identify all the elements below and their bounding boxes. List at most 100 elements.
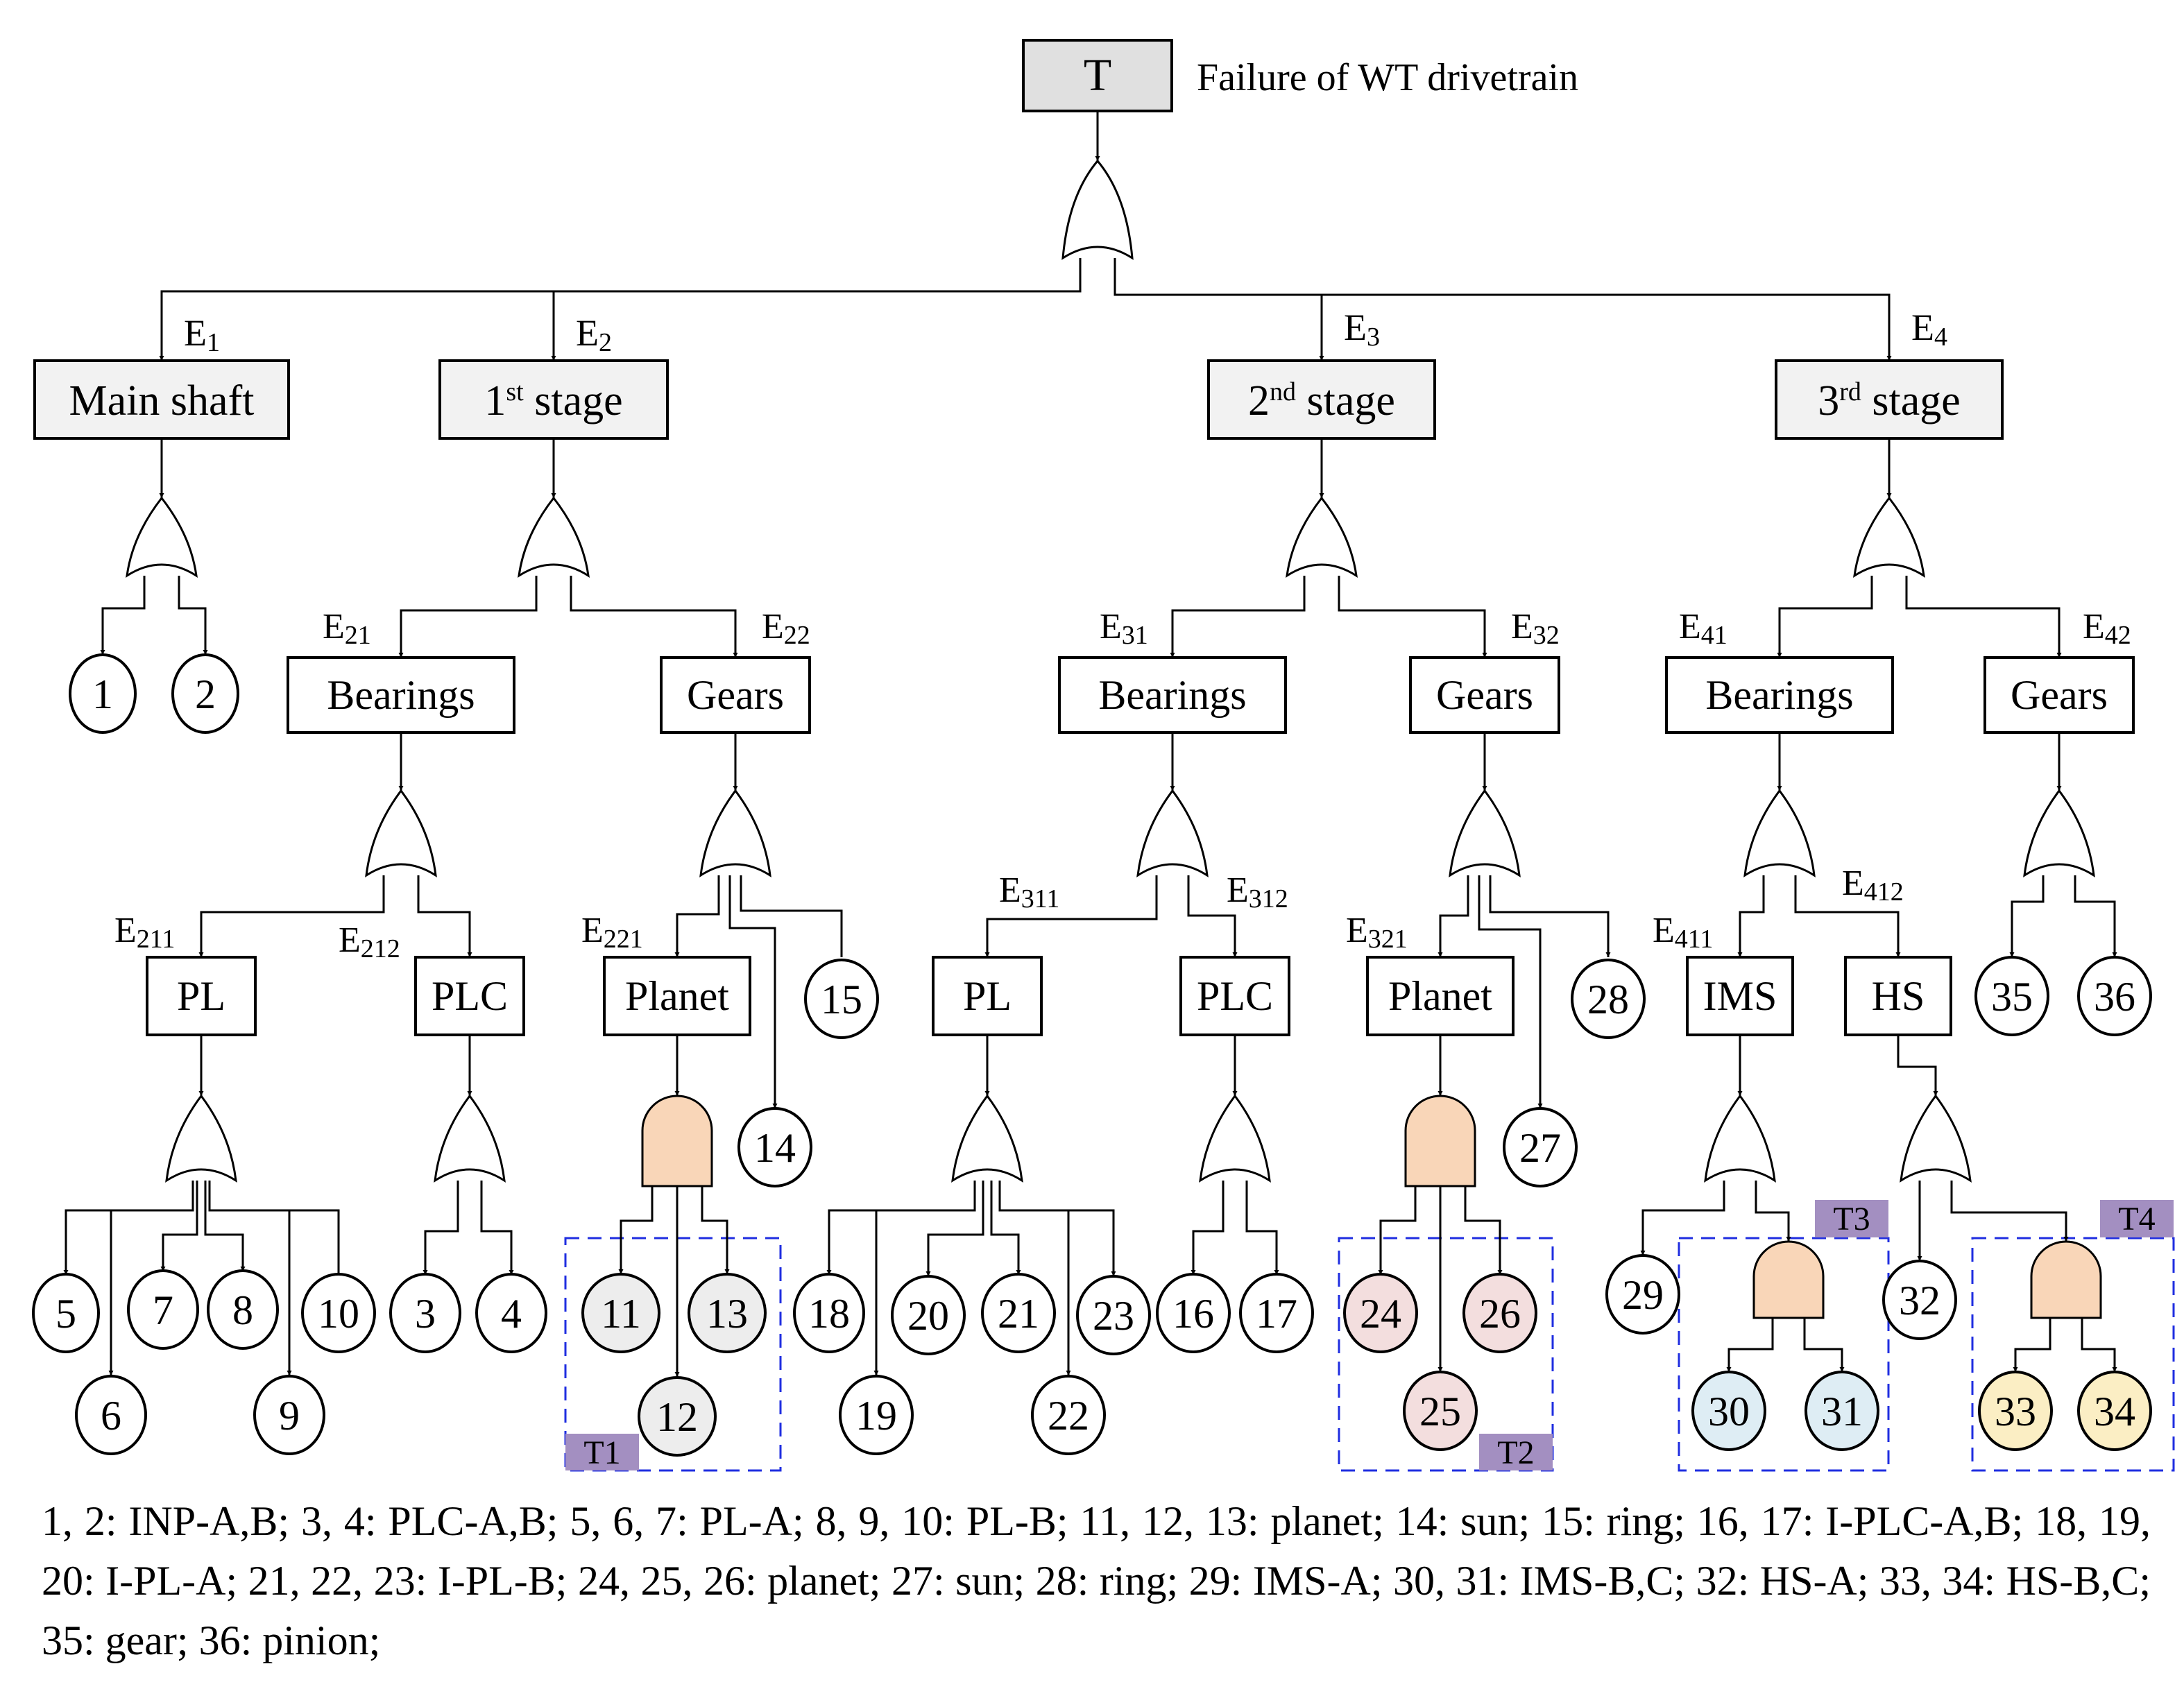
basic-event-26: [1462, 1273, 1537, 1353]
event-label-e1: E1: [184, 312, 220, 357]
basic-event-label-9: 9: [279, 1393, 300, 1439]
event-label-e221: E221: [581, 911, 643, 954]
basic-event-24: [1343, 1273, 1418, 1353]
component-box-e211: [146, 956, 257, 1036]
subsystem-label-e42: Gears: [2011, 672, 2108, 718]
basic-event-22: [1031, 1375, 1106, 1455]
basic-event-16: [1156, 1273, 1231, 1353]
basic-event-27: [1503, 1107, 1578, 1187]
basic-event-label-20: 20: [907, 1293, 949, 1339]
basic-event-label-8: 8: [232, 1287, 253, 1333]
or-gate-top: [1061, 159, 1134, 260]
top-event-description: Failure of WT drivetrain: [1197, 56, 1578, 99]
basic-event-label-33: 33: [1995, 1389, 2036, 1434]
component-label-e311: PL: [963, 973, 1012, 1019]
basic-event-label-15: 15: [821, 977, 862, 1022]
event-label-e21: E21: [323, 607, 371, 650]
event-label-e31: E31: [1100, 607, 1148, 650]
component-box-e321: [1366, 956, 1515, 1036]
or-gate-main-shaft: [126, 496, 198, 578]
basic-event-33: [1978, 1371, 2053, 1451]
basic-event-15: [804, 959, 879, 1039]
or-gates: [126, 159, 2095, 1183]
basic-event-23: [1076, 1275, 1151, 1355]
component-label-e321: Planet: [1388, 973, 1492, 1019]
group-box-t3: [1678, 1237, 1890, 1472]
basic-event-18: [793, 1273, 865, 1353]
component-label-e411: IMS: [1703, 973, 1777, 1019]
event-label-e42: E42: [2083, 607, 2131, 650]
basic-event-6: [75, 1375, 147, 1455]
basic-event-11: [581, 1273, 660, 1353]
event-label-e412: E412: [1842, 864, 1904, 907]
stage-box-e3: [1207, 359, 1436, 440]
basic-event-8: [207, 1269, 279, 1350]
basic-event-label-32: 32: [1899, 1278, 1940, 1323]
basic-event-5: [32, 1273, 100, 1353]
basic-event-12: [638, 1376, 717, 1457]
group-tag-t2: [1479, 1434, 1553, 1470]
basic-event-label-2: 2: [195, 671, 216, 717]
group-tag-t1-label: T1: [583, 1434, 620, 1471]
or-gate-pl-e311: [951, 1094, 1023, 1183]
or-gate-gears-e42: [2023, 789, 2095, 877]
stage-label-e2: 1st stage: [484, 377, 622, 424]
stage-label-e4: 3rd stage: [1818, 377, 1961, 424]
basic-event-label-22: 22: [1048, 1393, 1089, 1439]
and-gate-ims-t3: [1752, 1240, 1825, 1319]
event-label-e321: E321: [1346, 911, 1408, 954]
basic-event-label-28: 28: [1587, 977, 1629, 1022]
basic-event-label-26: 26: [1479, 1291, 1521, 1337]
subsystem-box-e22: [660, 656, 811, 734]
basic-event-4: [475, 1273, 547, 1353]
or-gate-stage1: [518, 496, 590, 578]
or-gate-bearings-e31: [1136, 789, 1209, 877]
group-tag-t1: [565, 1434, 639, 1470]
basic-event-9: [253, 1375, 325, 1455]
subsystem-label-e32: Gears: [1436, 672, 1533, 718]
event-label-e411: E411: [1653, 911, 1713, 954]
group-tag-t4-label: T4: [2118, 1201, 2155, 1237]
stage-level: Main shaft 1st stage 2nd stage 3rd stage…: [33, 307, 2004, 440]
component-box-e311: [932, 956, 1043, 1036]
and-gates: [641, 1095, 2102, 1319]
basic-event-label-10: 10: [318, 1291, 359, 1337]
basic-event-label-3: 3: [415, 1291, 436, 1337]
basic-event-label-4: 4: [501, 1291, 522, 1337]
component-box-e312: [1179, 956, 1290, 1036]
legend-caption: 1, 2: INP-A,B; 3, 4: PLC-A,B; 5, 6, 7: P…: [42, 1498, 2151, 1663]
basic-event-32: [1882, 1260, 1957, 1340]
stage-box-e4: [1775, 359, 2004, 440]
event-label-e212: E212: [339, 920, 400, 963]
and-gate-planet-e221: [641, 1095, 713, 1187]
top-event-box: [1022, 39, 1173, 112]
connector-lines: [63, 111, 2117, 1377]
basic-event-label-35: 35: [1991, 974, 2033, 1020]
basic-event-28: [1571, 959, 1646, 1039]
top-event-label: T: [1084, 50, 1111, 101]
or-gate-gears-e22: [699, 789, 771, 877]
dashed-groups: [564, 1237, 2175, 1472]
group-tag-t3-label: T3: [1833, 1201, 1870, 1237]
basic-event-25: [1403, 1371, 1478, 1451]
or-gate-plc-e212: [434, 1094, 506, 1183]
stage-label-e1: Main shaft: [69, 377, 255, 424]
basic-event-label-30: 30: [1708, 1389, 1750, 1434]
group-tag-t3: [1815, 1200, 1888, 1237]
basic-event-label-25: 25: [1419, 1389, 1461, 1434]
event-label-e3: E3: [1344, 307, 1380, 352]
basic-event-label-36: 36: [2094, 974, 2135, 1020]
basic-event-34: [2077, 1371, 2152, 1451]
basic-event-30: [1691, 1371, 1766, 1451]
event-label-e41: E41: [1679, 607, 1727, 650]
component-box-e221: [603, 956, 751, 1036]
basic-event-17: [1239, 1273, 1314, 1353]
or-gate-stage2: [1286, 496, 1358, 578]
basic-event-label-19: 19: [855, 1393, 897, 1439]
basic-event-label-34: 34: [2094, 1389, 2135, 1434]
basic-event-20: [891, 1275, 966, 1355]
basic-event-29: [1605, 1254, 1680, 1335]
component-label-e412: HS: [1872, 973, 1925, 1019]
basic-event-label-24: 24: [1360, 1291, 1401, 1337]
basic-event-3: [389, 1273, 461, 1353]
